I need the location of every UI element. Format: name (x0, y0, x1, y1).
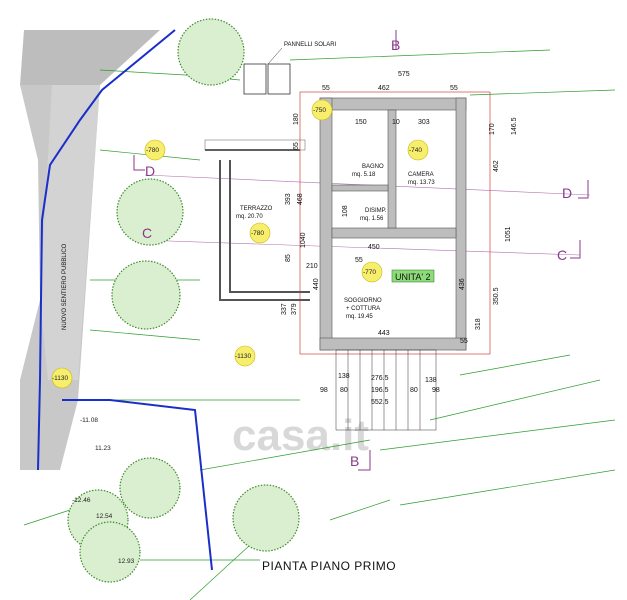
section-mark-c-left: C (142, 225, 152, 241)
svg-text:12.93: 12.93 (118, 558, 135, 565)
svg-text:450: 450 (368, 244, 380, 251)
section-mark-c-right: C (557, 247, 567, 263)
tree-icon (116, 178, 184, 246)
svg-text:462: 462 (378, 85, 390, 92)
svg-text:108: 108 (342, 205, 349, 217)
svg-text:462: 462 (493, 160, 500, 172)
svg-text:98: 98 (320, 387, 328, 394)
svg-text:55: 55 (450, 85, 458, 92)
tree-icon (119, 457, 181, 519)
svg-text:12.54: 12.54 (96, 513, 113, 520)
section-mark-b-bottom: B (350, 453, 359, 469)
svg-text:10: 10 (392, 119, 400, 126)
solar-panel (243, 63, 267, 95)
svg-text:138: 138 (425, 377, 437, 384)
svg-text:1040: 1040 (300, 232, 307, 248)
svg-text:+ COTTURA: + COTTURA (346, 306, 380, 312)
svg-text:80: 80 (340, 387, 348, 394)
svg-text:146.5: 146.5 (511, 117, 518, 135)
terrain-lines (23, 49, 616, 600)
section-mark-d-left: D (145, 163, 155, 179)
svg-text:-780: -780 (146, 147, 159, 154)
svg-text:350.5: 350.5 (493, 287, 500, 305)
svg-text:mq. 5.18: mq. 5.18 (352, 172, 376, 178)
section-mark-b-top: B (391, 37, 400, 53)
svg-text:552.5: 552.5 (371, 399, 389, 406)
svg-text:BAGNO: BAGNO (362, 164, 384, 170)
svg-text:55: 55 (460, 338, 468, 345)
svg-text:-12.46: -12.46 (72, 497, 91, 504)
unit-label: UNITA' 2 (395, 272, 431, 282)
svg-text:80: 80 (410, 387, 418, 394)
tree-icon (79, 521, 141, 583)
watermark: casa.it (232, 411, 369, 460)
svg-text:-780: -780 (251, 230, 264, 237)
svg-text:DISIMP.: DISIMP. (365, 208, 387, 214)
svg-text:TERRAZZO: TERRAZZO (240, 206, 273, 212)
svg-text:150: 150 (355, 119, 367, 126)
solar-panel (267, 63, 291, 95)
trees (67, 18, 300, 583)
svg-text:11.23: 11.23 (95, 445, 111, 452)
svg-text:180: 180 (293, 113, 300, 125)
tree-icon (177, 18, 245, 86)
svg-text:303: 303 (418, 119, 430, 126)
svg-text:mq. 1.56: mq. 1.56 (360, 216, 384, 222)
svg-text:436: 436 (459, 278, 466, 290)
svg-text:mq. 19.45: mq. 19.45 (346, 314, 373, 320)
svg-text:210: 210 (306, 263, 318, 270)
svg-text:138: 138 (338, 373, 350, 380)
svg-text:170: 170 (489, 123, 496, 135)
spot-heights: -11.08 11.23 -12.46 12.54 12.93 (72, 417, 135, 565)
svg-text:-740: -740 (409, 147, 422, 154)
svg-text:65: 65 (293, 142, 300, 150)
svg-text:575: 575 (398, 71, 410, 78)
dimensions: 575 55 462 55 150 10 303 450 443 55 276.… (306, 71, 468, 406)
svg-text:276.5: 276.5 (371, 375, 389, 382)
svg-text:mq. 13.73: mq. 13.73 (408, 180, 435, 186)
svg-text:55: 55 (322, 85, 330, 92)
svg-text:393: 393 (285, 193, 292, 205)
building-walls (319, 97, 467, 351)
unit-badge (391, 269, 435, 283)
svg-text:1051: 1051 (505, 226, 512, 242)
property-boundary (37, 29, 213, 571)
svg-text:98: 98 (432, 387, 440, 394)
level-markers (51, 99, 429, 389)
svg-text:337: 337 (281, 303, 288, 315)
svg-text:-750: -750 (313, 107, 326, 114)
plan-title: PIANTA PIANO PRIMO (262, 559, 396, 573)
svg-text:mq. 20.70: mq. 20.70 (236, 214, 263, 220)
svg-text:379: 379 (291, 303, 298, 315)
dimensions-vertical: 180 65 393 468 1040 85 337 379 440 108 4… (281, 113, 518, 330)
road-area (20, 30, 160, 85)
section-mark-d-right: D (562, 185, 572, 201)
svg-text:318: 318 (475, 318, 482, 330)
svg-text:-11.08: -11.08 (80, 417, 98, 424)
svg-text:-770: -770 (363, 269, 376, 276)
svg-text:-1130: -1130 (235, 353, 252, 360)
svg-text:440: 440 (313, 278, 320, 290)
solar-label: PANNELLI SOLARI (284, 42, 337, 48)
svg-text:-1130: -1130 (52, 375, 69, 382)
svg-text:SOGGIORNO: SOGGIORNO (344, 298, 382, 304)
street-label: NUOVO SENTIERO PUBBLICO (62, 243, 68, 330)
svg-text:CAMERA: CAMERA (408, 172, 434, 178)
tree-icon (111, 260, 181, 330)
svg-text:196.5: 196.5 (371, 387, 389, 394)
svg-text:85: 85 (285, 254, 292, 262)
stairs (335, 349, 437, 431)
tree-icon (232, 484, 300, 552)
svg-text:468: 468 (297, 193, 304, 205)
svg-text:55: 55 (355, 257, 363, 264)
svg-text:443: 443 (378, 330, 390, 337)
